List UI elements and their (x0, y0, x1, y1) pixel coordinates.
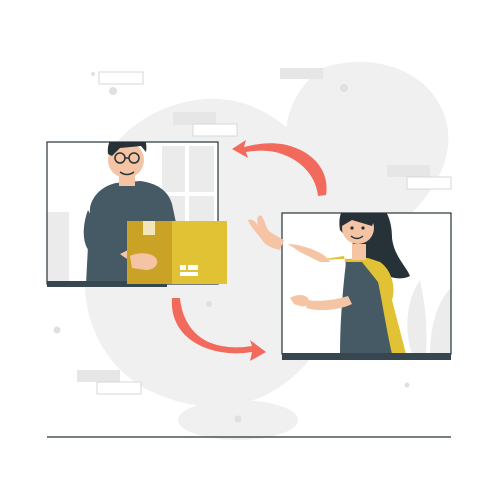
woman-figure (288, 213, 410, 354)
woman-hands (248, 215, 309, 307)
curved-arrow-right-icon (171, 298, 266, 361)
cardboard-box-icon (127, 221, 227, 284)
placeholder-bars (77, 68, 452, 395)
curved-arrow-left-icon (232, 140, 327, 196)
right-video-panel (281, 212, 452, 360)
